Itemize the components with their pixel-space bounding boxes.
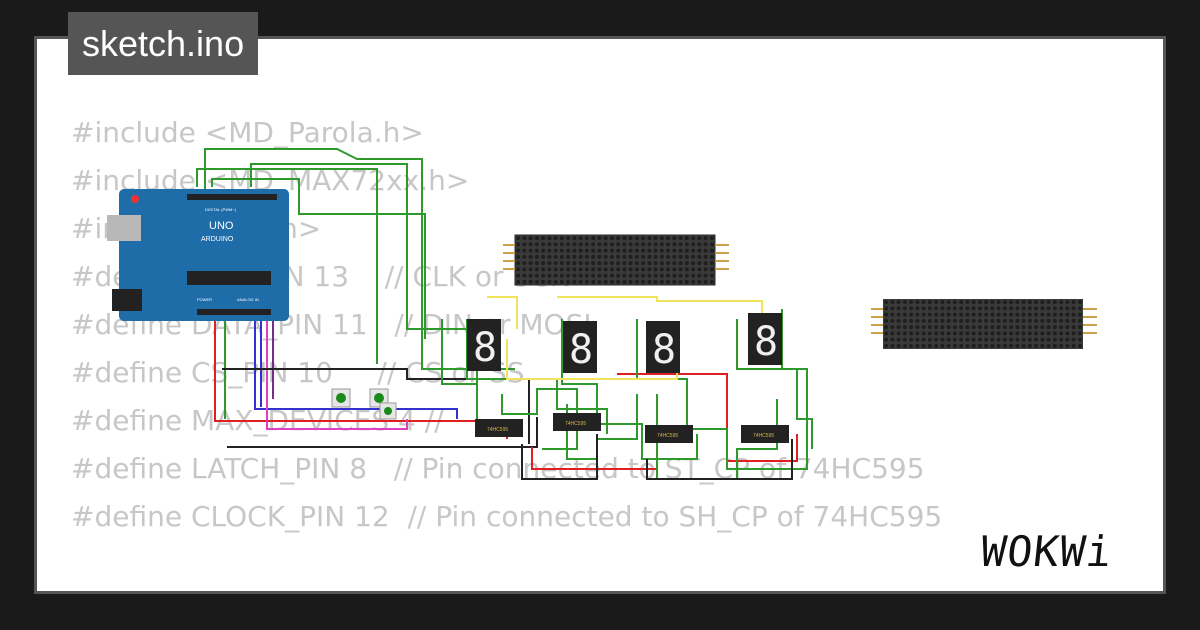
wokwi-logo: WOKWi [978, 527, 1116, 576]
board-power-label: POWER [197, 297, 212, 302]
segment-digit: 8 [473, 325, 497, 371]
chip-label: 74HC595 [565, 421, 586, 427]
push-button[interactable] [379, 402, 397, 420]
arduino-uno-board[interactable]: UNO ARDUINO DIGITAL (PWM~) POWER ANALOG … [107, 189, 289, 321]
chip-label: 74HC595 [487, 427, 508, 433]
board-brand: ARDUINO [201, 236, 234, 243]
shift-register-chip[interactable]: 74HC595 [645, 425, 693, 443]
chip-label: 74HC595 [753, 433, 774, 439]
segment-digit: 8 [754, 319, 778, 365]
led-matrix-display[interactable] [503, 234, 729, 286]
project-preview-panel: #include <MD_Parola.h>#include <MD_MAX72… [34, 36, 1166, 594]
push-button[interactable] [331, 388, 351, 408]
board-header-label: DIGITAL (PWM~) [205, 207, 237, 212]
board-model: UNO [209, 220, 234, 232]
code-line: #include <MD_Parola.h> [71, 116, 424, 149]
code-line: #define CS_PIN 10 // CS or SS [71, 356, 525, 389]
chip-label: 74HC595 [657, 433, 678, 439]
seven-segment-display[interactable]: 8 [467, 319, 501, 371]
seven-segment-display[interactable]: 8 [646, 321, 680, 373]
circuit-diagram: UNO ARDUINO DIGITAL (PWM~) POWER ANALOG … [107, 148, 1097, 480]
board-analog-label: ANALOG IN [237, 297, 259, 302]
seven-segment-display[interactable]: 8 [563, 321, 597, 373]
segment-digit: 8 [569, 327, 593, 373]
led-matrix-display[interactable] [871, 299, 1097, 349]
shift-register-chip[interactable]: 74HC595 [553, 413, 601, 431]
shift-register-chip[interactable]: 74HC595 [741, 425, 789, 443]
segment-digit: 8 [652, 327, 676, 373]
seven-segment-display[interactable]: 8 [748, 313, 782, 365]
shift-register-chip[interactable]: 74HC595 [475, 419, 523, 437]
file-tab[interactable]: sketch.ino [68, 12, 259, 75]
code-line: #define CLOCK_PIN 12 // Pin connected to… [71, 500, 943, 533]
